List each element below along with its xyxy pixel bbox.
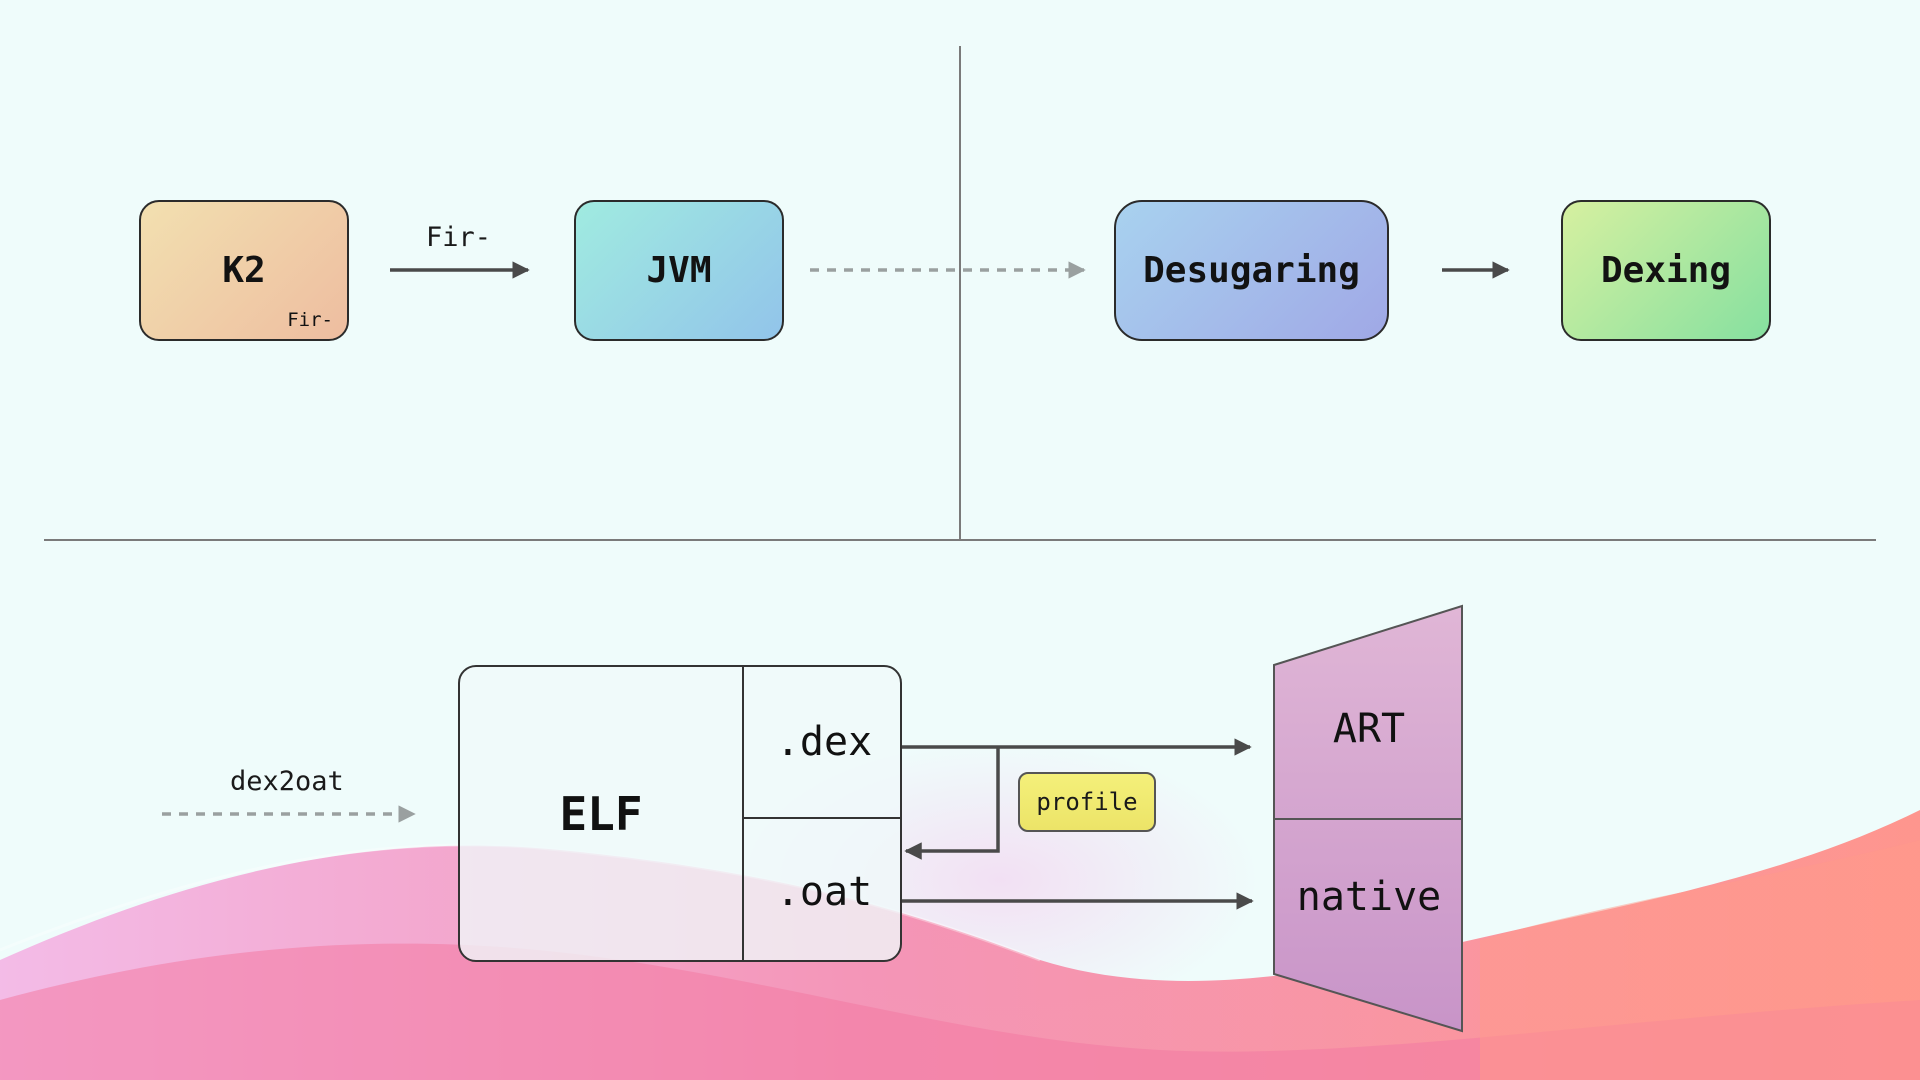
k2-label: K2	[222, 250, 266, 291]
desugaring-label: Desugaring	[1143, 250, 1360, 291]
native-section-label: native	[1296, 874, 1442, 920]
dexing-label: Dexing	[1600, 250, 1732, 291]
jvm-node: JVM	[574, 200, 784, 341]
runtime-block	[1273, 604, 1463, 1033]
elf-label: ELF	[460, 667, 744, 960]
edge-fir-label: Fir-	[426, 222, 492, 253]
profile-badge: profile	[1018, 772, 1156, 832]
dex2oat-label: dex2oat	[230, 766, 344, 797]
desugaring-node: Desugaring	[1114, 200, 1389, 341]
k2-node: K2 Fir-	[139, 200, 349, 341]
art-section-label: ART	[1332, 706, 1406, 752]
elf-oat-section: .oat	[775, 868, 873, 915]
dexing-node: Dexing	[1561, 200, 1771, 341]
jvm-label: JVM	[646, 250, 712, 291]
elf-dex-section: .dex	[744, 667, 900, 819]
k2-sub-label: Fir-	[287, 309, 333, 331]
elf-file-box: ELF .dex .oat	[458, 665, 902, 962]
edge-profile-loop	[904, 747, 1000, 860]
